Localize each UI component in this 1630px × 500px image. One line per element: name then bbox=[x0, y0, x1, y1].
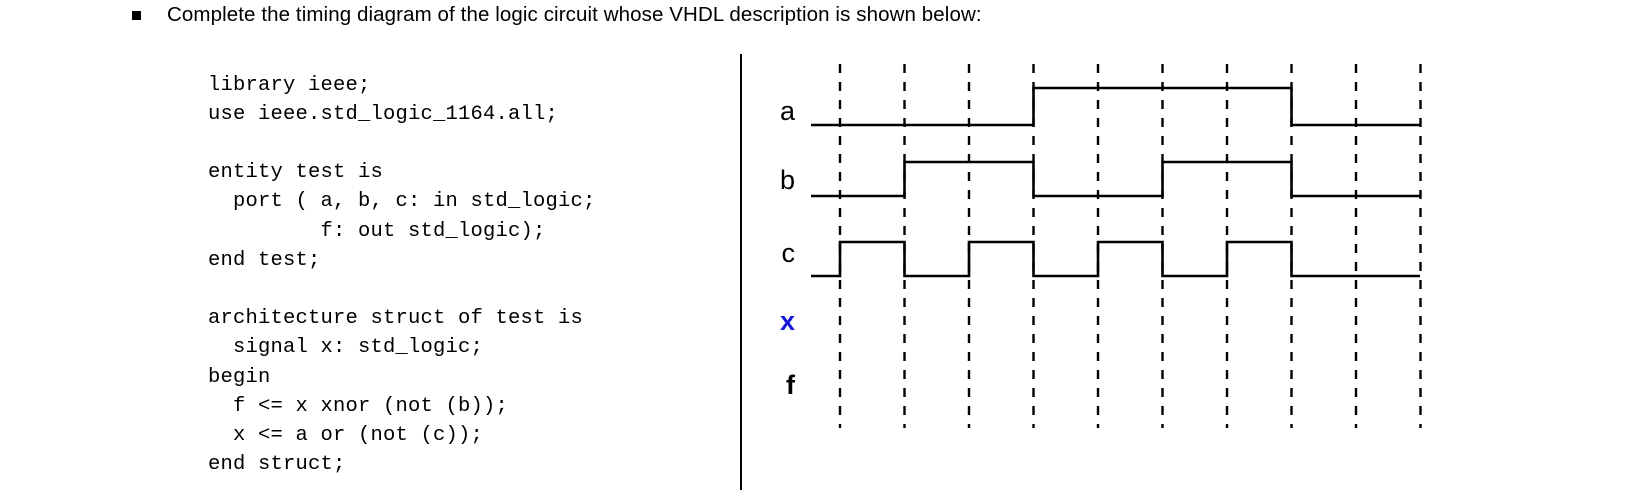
timing-diagram: a b c x f bbox=[741, 50, 1630, 490]
signal-label-x: x bbox=[779, 306, 795, 336]
waveform-a bbox=[811, 86, 1420, 127]
timing-waveforms bbox=[811, 86, 1420, 278]
signal-label-a: a bbox=[779, 96, 795, 126]
square-bullet-icon bbox=[132, 11, 141, 20]
prompt-line: Complete the timing diagram of the logic… bbox=[132, 2, 982, 28]
waveform-c bbox=[811, 240, 1420, 278]
waveform-b bbox=[811, 160, 1420, 198]
signal-label-f: f bbox=[786, 370, 795, 400]
timing-gridlines bbox=[838, 64, 1422, 428]
timing-diagram-canvas bbox=[811, 64, 1422, 428]
vhdl-code-panel: library ieee; use ieee.std_logic_1164.al… bbox=[208, 50, 728, 500]
vhdl-code-block: library ieee; use ieee.std_logic_1164.al… bbox=[208, 73, 596, 477]
signal-label-c: c bbox=[781, 238, 796, 268]
panel-divider bbox=[740, 54, 742, 490]
signal-label-b: b bbox=[779, 165, 795, 195]
prompt-text: Complete the timing diagram of the logic… bbox=[167, 3, 982, 26]
